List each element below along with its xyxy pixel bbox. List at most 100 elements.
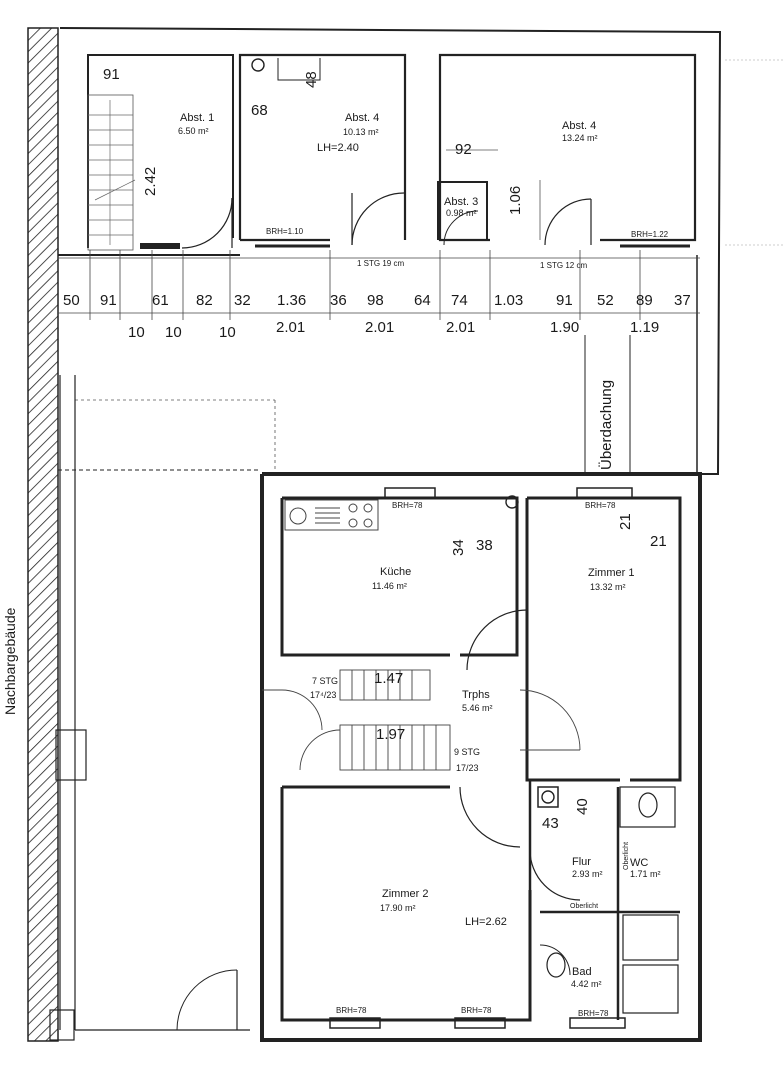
room-flur-wc-bad [528, 780, 680, 1029]
room-abst4b [438, 53, 697, 248]
canopy [75, 335, 631, 474]
courtyard [49, 375, 250, 1041]
dim-bottom: 1.90 [550, 319, 579, 336]
trphs-area: 5.46 m² [462, 703, 493, 713]
room-zimmer1 [525, 487, 682, 782]
stair9-label: 9 STG [454, 747, 480, 757]
dim-top: 91 [556, 292, 573, 309]
parapet-abst4b: BRH=1.22 [631, 230, 669, 239]
dim-flur-a: 40 [574, 798, 591, 815]
door-swing [466, 609, 528, 671]
dim-top: 98 [367, 292, 384, 309]
wc-name: WC [630, 857, 648, 869]
kueche-area: 11.46 m² [372, 581, 407, 591]
dim-stair-b: 1.97 [376, 726, 405, 743]
abst1-area: 6.50 m² [178, 126, 209, 136]
dim-abst1-h: 2.42 [142, 167, 159, 196]
dim-top: 91 [100, 292, 117, 309]
dim-top: 64 [414, 292, 431, 309]
dim-bottom: 10 [165, 324, 182, 341]
zimmer1-name: Zimmer 1 [588, 567, 634, 579]
abst4b-area: 13.24 m² [562, 133, 598, 143]
dim-bottom: 1.19 [630, 319, 659, 336]
stair9-ratio: 17/23 [456, 763, 479, 773]
parapet-zimmer2-right: BRH=78 [461, 1006, 492, 1015]
room-abst1 [87, 54, 234, 251]
oberlicht-v: Oberlicht [623, 842, 630, 870]
parapet-zimmer2-left: BRH=78 [336, 1006, 367, 1015]
dim-zimmer1-a: 21 [617, 513, 634, 530]
abst3-name: Abst. 3 [444, 196, 478, 208]
dim-bottom: 2.01 [365, 319, 394, 336]
roof-label: Überdachung [597, 380, 615, 470]
dim-top: 74 [451, 292, 468, 309]
stair-note-left: 1 STG 19 cm [357, 259, 404, 268]
sink-icon [546, 952, 566, 978]
dim-top: 52 [597, 292, 614, 309]
flur-area: 2.93 m² [572, 869, 603, 879]
chimney-icon [541, 790, 555, 804]
parapet-zimmer1: BRH=78 [585, 501, 616, 510]
dim-abst4b-b: 1.06 [507, 186, 524, 215]
dim-bottom: 10 [128, 324, 145, 341]
dim-top: 50 [63, 292, 80, 309]
bad-name: Bad [572, 966, 592, 978]
dim-abst4b-a: 92 [455, 141, 472, 158]
zimmer2-height: LH=2.62 [465, 916, 507, 928]
dim-bottom: 10 [219, 324, 236, 341]
abst3-area: 0.98 m² [446, 208, 477, 218]
kueche-name: Küche [380, 566, 411, 578]
zimmer2-area: 17.90 m² [380, 903, 416, 913]
chimney-icon [505, 495, 519, 509]
zimmer1-area: 13.32 m² [590, 582, 626, 592]
abst4b-name: Abst. 4 [562, 120, 596, 132]
dim-kueche-a: 34 [450, 539, 467, 556]
abst4a-height: LH=2.40 [317, 142, 359, 154]
neighbor-wall-hatch [27, 27, 59, 1042]
flur-name: Flur [572, 856, 591, 868]
dim-flur-b: 43 [542, 815, 559, 832]
dim-abst1-w: 91 [103, 66, 120, 83]
dim-abst4a-b: 48 [303, 71, 320, 88]
trphs-name: Trphs [462, 689, 490, 701]
stove-icon [284, 499, 379, 531]
dim-top: 37 [674, 292, 691, 309]
neighbor-label: Nachbargebäude [2, 607, 18, 715]
stair-note-right: 1 STG 12 cm [540, 261, 587, 270]
dim-top: 36 [330, 292, 347, 309]
chimney-icon [251, 58, 265, 72]
dim-top: 1.03 [494, 292, 523, 309]
toilet-icon [638, 792, 658, 818]
stair7-label: 7 STG [312, 676, 338, 686]
dim-bottom: 2.01 [276, 319, 305, 336]
abst1-name: Abst. 1 [180, 112, 214, 124]
room-zimmer2 [280, 785, 532, 1029]
bad-area: 4.42 m² [571, 979, 602, 989]
parapet-bad: BRH=78 [578, 1009, 609, 1018]
dim-bottom: 2.01 [446, 319, 475, 336]
wc-area: 1.71 m² [630, 869, 661, 879]
dim-top: 1.36 [277, 292, 306, 309]
oberlicht-h: Oberlicht [570, 903, 598, 910]
parapet-kueche: BRH=78 [392, 501, 423, 510]
parapet-abst4a: BRH=1.10 [266, 227, 304, 236]
zimmer2-name: Zimmer 2 [382, 888, 428, 900]
upper-building [58, 27, 722, 475]
abst4a-area: 10.13 m² [343, 127, 379, 137]
door-swing [459, 786, 521, 848]
dim-stair-a: 1.47 [374, 670, 403, 687]
stair7-ratio: 17⁴/23 [310, 690, 336, 700]
dim-top: 89 [636, 292, 653, 309]
stairwell [262, 669, 581, 771]
room-abst4a [238, 53, 407, 248]
abst4a-name: Abst. 4 [345, 112, 379, 124]
dim-row-bottom: 10 10 10 2.01 2.01 2.01 1.90 1.19 [128, 319, 659, 341]
dimension-lines [58, 250, 700, 320]
room-kueche [280, 487, 519, 657]
lower-apartment-walls [260, 472, 702, 1042]
dim-kueche-b: 38 [476, 537, 493, 554]
dim-abst4a-a: 68 [251, 102, 268, 119]
dim-top: 61 [152, 292, 169, 309]
dim-top: 82 [196, 292, 213, 309]
